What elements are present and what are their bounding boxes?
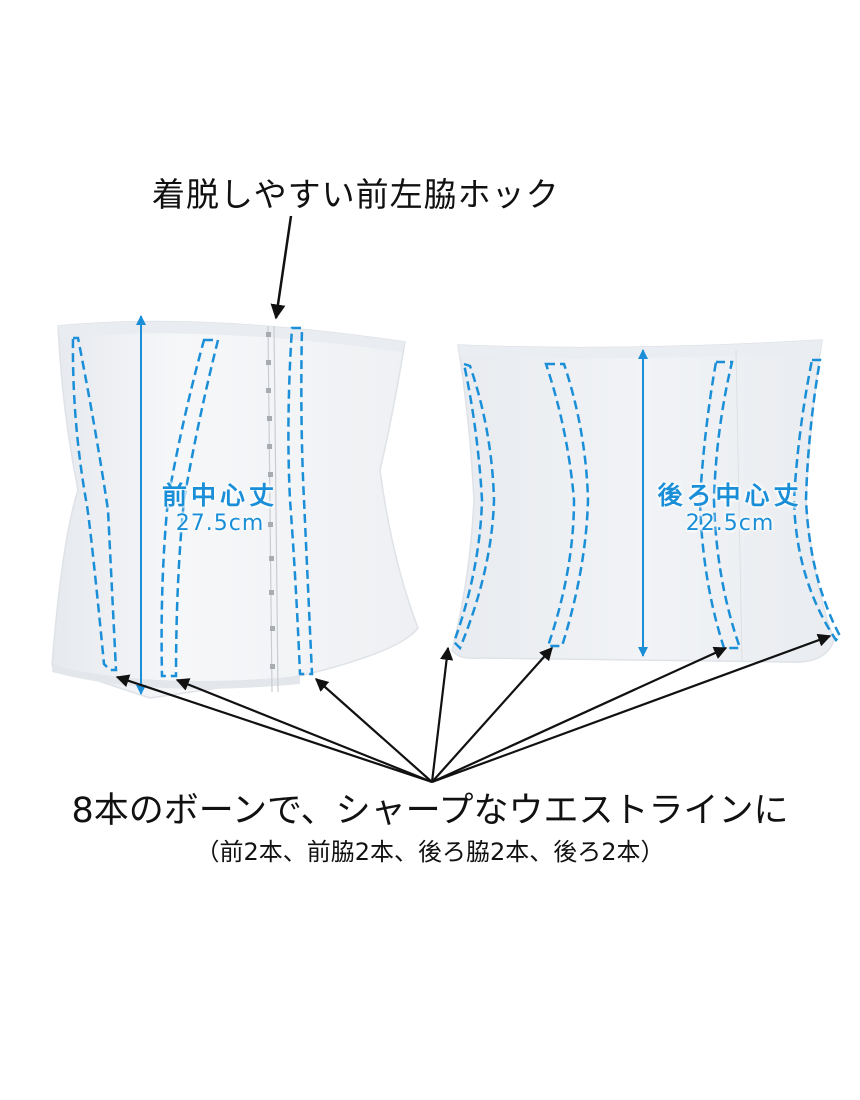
bone-front-side-left	[71, 336, 118, 672]
back-length-value: 22.5cm	[685, 510, 775, 536]
back-length-title: 後ろ中心丈	[657, 481, 803, 510]
front-length-title: 前中心丈	[161, 481, 278, 510]
bone-pointer-arrow	[315, 678, 433, 783]
front-corset	[51, 315, 419, 699]
back-corset	[451, 339, 842, 663]
front-length-label: 前中心丈 27.5cm	[140, 481, 300, 536]
bones-breakdown: （前2本、前脇2本、後ろ脇2本、後ろ2本）	[195, 838, 665, 866]
back-bones	[452, 358, 842, 651]
bone-pointer-arrow	[431, 633, 832, 784]
front-length-value: 27.5cm	[175, 510, 265, 536]
bone-pointer-arrow	[115, 674, 433, 784]
bone-pointer-arrows	[115, 633, 832, 784]
back-length-label: 後ろ中心丈 22.5cm	[640, 481, 820, 536]
bone-back-right	[698, 360, 742, 650]
bone-back-side-left	[452, 362, 496, 651]
bone-front-center	[287, 326, 314, 676]
hook-callout-arrow	[270, 215, 293, 320]
front-bones	[71, 326, 314, 678]
hook-row	[266, 332, 275, 669]
bone-pointer-arrow	[175, 678, 433, 784]
hook-callout-label: 着脱しやすい前左脇ホック	[152, 175, 560, 214]
bone-front-side-right	[160, 338, 220, 678]
bone-pointer-arrow	[431, 647, 553, 783]
bone-back-side-right	[792, 358, 842, 642]
bones-headline: 8本のボーンで、シャープなウエストラインに	[71, 791, 789, 831]
bone-pointer-arrow	[431, 646, 728, 784]
bone-pointer-arrow	[430, 646, 454, 783]
